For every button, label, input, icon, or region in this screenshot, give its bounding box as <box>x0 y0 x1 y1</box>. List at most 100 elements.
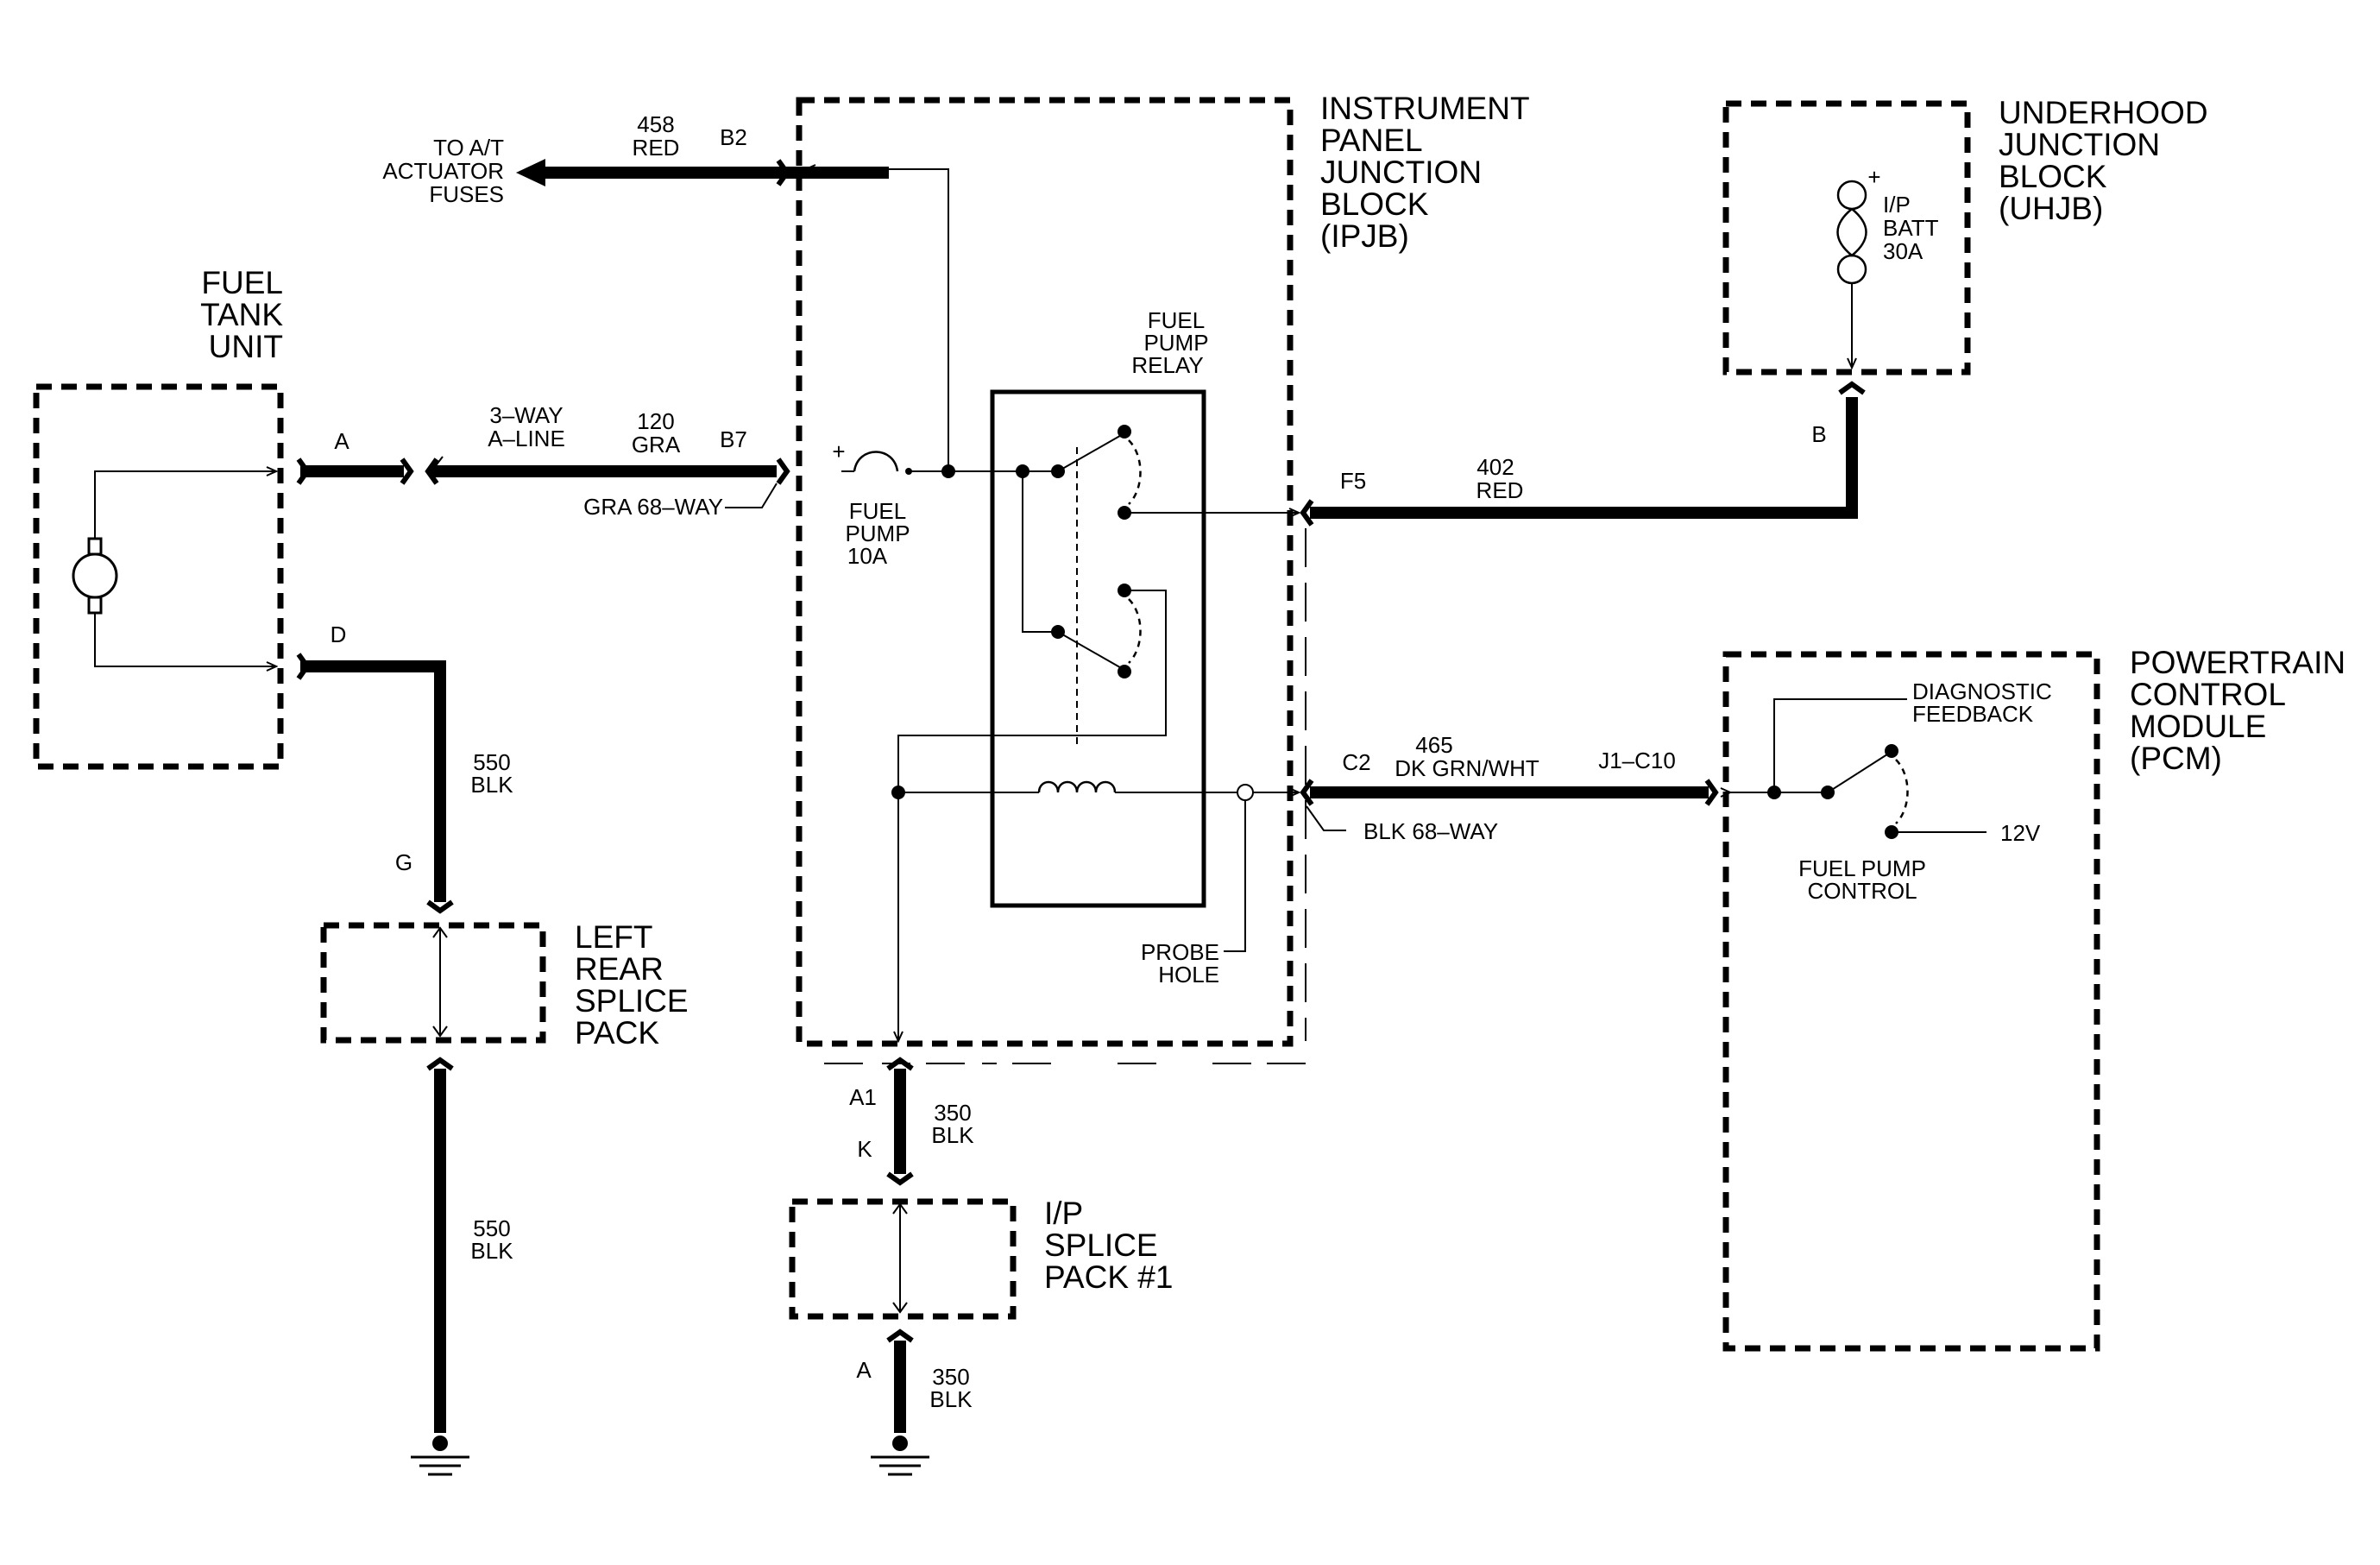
splice-dot-b2 <box>941 464 955 478</box>
svg-text:PUMP: PUMP <box>1143 330 1208 356</box>
wire-550-blk-top <box>300 660 446 902</box>
wire-465-label: 465 DK GRN/WHT J1–C10 <box>1395 732 1676 781</box>
svg-text:PROBE: PROBE <box>1141 939 1219 965</box>
ground-icon-center <box>871 1436 929 1476</box>
fuel-pump-control-label: FUEL PUMP CONTROL <box>1798 855 1926 904</box>
probe-hole-leader <box>1224 800 1246 952</box>
svg-text:INSTRUMENT: INSTRUMENT <box>1320 91 1530 126</box>
b2-feed <box>806 169 949 471</box>
svg-text:BLK: BLK <box>929 1386 973 1412</box>
pcm-switch-pivot <box>1821 786 1835 799</box>
svg-text:B2: B2 <box>720 124 747 150</box>
svg-text:10A: 10A <box>847 543 888 569</box>
pin-c2-label: C2 <box>1342 749 1370 775</box>
relay-feed <box>909 432 1125 472</box>
ipjb-title: INSTRUMENT PANEL JUNCTION BLOCK (IPJB) <box>1320 91 1530 254</box>
svg-text:JUNCTION: JUNCTION <box>1999 127 2160 162</box>
relay-ground-path <box>898 590 1167 1041</box>
svg-text:FUEL: FUEL <box>201 265 283 300</box>
ip-splice-pack-title: I/P SPLICE PACK #1 <box>1044 1196 1173 1295</box>
relay-second-pole <box>1022 471 1125 671</box>
fuel-pump-fuse-label: FUEL PUMP 10A <box>845 498 910 569</box>
fuel-pump-relay-label: FUEL PUMP RELAY <box>1131 307 1208 378</box>
svg-text:A–LINE: A–LINE <box>488 426 565 451</box>
svg-text:BLOCK: BLOCK <box>1999 159 2107 194</box>
relay-contact-4 <box>1118 665 1131 678</box>
svg-text:465: 465 <box>1415 732 1452 758</box>
pcm-title: POWERTRAIN CONTROL MODULE (PCM) <box>2130 645 2345 776</box>
fuel-pump-fuse-icon <box>853 451 899 472</box>
svg-text:CONTROL: CONTROL <box>1807 878 1917 904</box>
svg-text:RELAY: RELAY <box>1131 352 1203 378</box>
diagnostic-feedback-label: DIAGNOSTIC FEEDBACK <box>1912 678 2052 727</box>
svg-text:FUEL: FUEL <box>849 498 906 524</box>
ip-batt-fuse-label: I/P BATT 30A <box>1883 192 1939 264</box>
pcm-switch-contact-1 <box>1885 744 1898 758</box>
svg-text:(UHJB): (UHJB) <box>1999 191 2103 226</box>
svg-text:458: 458 <box>637 111 674 137</box>
ground-icon-left <box>411 1436 469 1476</box>
svg-text:GRA: GRA <box>632 432 681 458</box>
pcm-box <box>1722 651 2100 1352</box>
svg-text:PANEL: PANEL <box>1320 123 1423 158</box>
wire-350-bottom-label: 350 BLK <box>929 1364 973 1412</box>
gra-68way-leader <box>725 483 778 508</box>
fuel-tank-unit-box <box>33 383 284 770</box>
relay-switch-arc-2 <box>1128 598 1142 664</box>
svg-text:REAR: REAR <box>575 951 664 987</box>
svg-text:(PCM): (PCM) <box>2130 741 2222 776</box>
svg-text:I/P: I/P <box>1883 192 1911 218</box>
pin-a-label: A <box>334 428 349 454</box>
svg-text:J1–C10: J1–C10 <box>1598 748 1676 773</box>
svg-text:POWERTRAIN: POWERTRAIN <box>2130 645 2345 680</box>
pcm-input-wire <box>1730 752 1891 792</box>
svg-text:3–WAY: 3–WAY <box>489 402 563 428</box>
svg-text:SPLICE: SPLICE <box>1044 1227 1158 1263</box>
pin-g-label: G <box>395 849 412 875</box>
svg-text:B7: B7 <box>720 426 747 452</box>
fuse-plus-sign: + <box>832 439 845 464</box>
relay-coil-icon <box>1037 780 1117 793</box>
svg-text:120: 120 <box>637 408 674 434</box>
ip-batt-fuse-link-icon <box>1836 208 1867 257</box>
svg-text:350: 350 <box>934 1100 971 1126</box>
to-at-actuator-fuses-label: TO A/T ACTUATOR FUSES <box>382 135 504 207</box>
motor-wire-a <box>94 471 276 539</box>
svg-text:FUEL: FUEL <box>1148 307 1205 333</box>
fuel-tank-unit-title: FUEL TANK UNIT <box>200 265 283 364</box>
motor-wire-d <box>94 613 276 666</box>
gra-68way-label: GRA 68–WAY <box>583 494 723 520</box>
svg-text:BATT: BATT <box>1883 215 1939 241</box>
ip-batt-fuse-bottom-icon <box>1836 254 1867 285</box>
pin-a-lower-label: A <box>856 1357 872 1383</box>
batt-plus-sign: + <box>1867 164 1880 190</box>
relay-switch-arc-1 <box>1128 439 1142 505</box>
svg-text:RED: RED <box>633 135 680 161</box>
svg-text:BLK: BLK <box>470 772 513 798</box>
svg-text:BLK: BLK <box>931 1122 974 1148</box>
svg-text:LEFT: LEFT <box>575 919 652 955</box>
diagnostic-feedback-wire <box>1773 698 1907 792</box>
svg-text:PACK #1: PACK #1 <box>1044 1259 1173 1295</box>
left-rear-splice-pack-box <box>320 922 546 1044</box>
ip-splice-pack-box <box>789 1198 1017 1320</box>
3way-a-line-label: 3–WAY A–LINE <box>488 402 565 451</box>
12v-label: 12V <box>2000 820 2041 846</box>
svg-text:FUSES: FUSES <box>429 181 504 207</box>
left-rear-splice-icon <box>432 926 448 1038</box>
svg-text:TO A/T: TO A/T <box>433 135 504 161</box>
ipjb-boundary-line <box>809 528 1306 1064</box>
connector-chevrons <box>296 159 1866 1343</box>
svg-text:I/P: I/P <box>1044 1196 1083 1231</box>
wire-458-label: 458 RED B2 <box>633 111 747 161</box>
ip-splice-icon <box>892 1202 908 1314</box>
pin-a1-label: A1 <box>849 1084 877 1110</box>
relay-node-3 <box>1051 625 1065 639</box>
svg-text:(IPJB): (IPJB) <box>1320 218 1409 254</box>
svg-text:350: 350 <box>932 1364 969 1390</box>
wire-120-label: 120 GRA B7 <box>632 408 747 458</box>
svg-text:DK GRN/WHT: DK GRN/WHT <box>1395 755 1539 781</box>
svg-text:TANK: TANK <box>200 297 283 332</box>
relay-contact-1 <box>1118 425 1131 439</box>
svg-text:UNDERHOOD: UNDERHOOD <box>1999 95 2208 130</box>
